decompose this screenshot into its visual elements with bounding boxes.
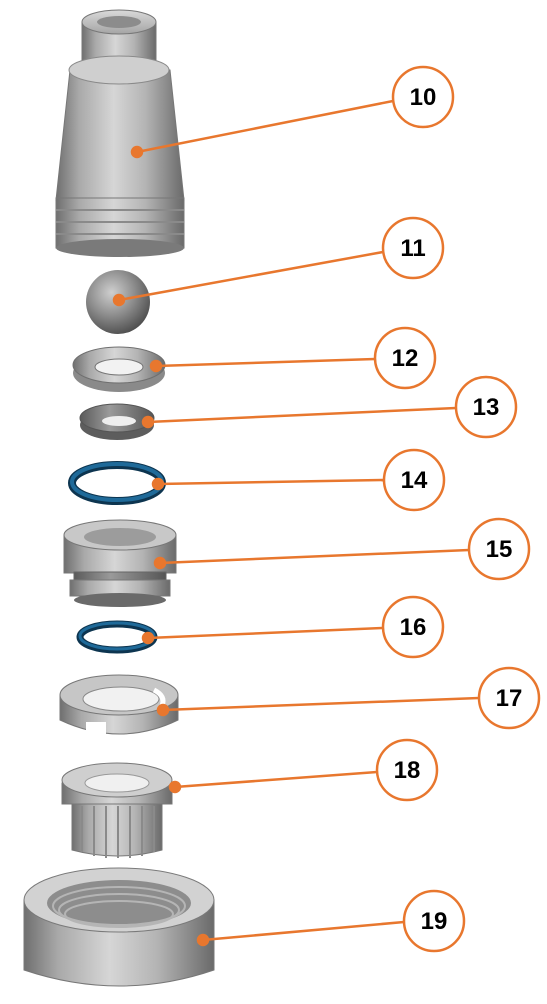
callout-label-18: 18 xyxy=(394,757,421,784)
callout-label-16: 16 xyxy=(400,614,427,641)
callout-16: 16 xyxy=(381,595,445,659)
part-14-o-ring xyxy=(68,461,166,505)
callout-label-15: 15 xyxy=(486,536,513,563)
part-18-knurled-bushing xyxy=(61,762,173,858)
callout-14: 14 xyxy=(382,448,446,512)
callout-label-14: 14 xyxy=(401,467,428,494)
part-10-nozzle-housing xyxy=(55,9,185,257)
part-13-small-seat xyxy=(79,403,155,440)
callout-label-11: 11 xyxy=(400,235,425,262)
callout-17: 17 xyxy=(477,666,541,730)
callout-label-12: 12 xyxy=(392,345,419,372)
callout-13: 13 xyxy=(454,375,518,439)
part-12-seat-ring xyxy=(72,346,166,392)
callout-10: 10 xyxy=(391,65,455,129)
part-17-slotted-retainer xyxy=(59,674,179,740)
part-19-union-nut xyxy=(23,867,215,987)
callout-label-19: 19 xyxy=(421,908,448,935)
leader-lines xyxy=(112,99,480,947)
callout-label-13: 13 xyxy=(473,394,500,421)
callout-label-10: 10 xyxy=(410,84,437,111)
callout-11: 11 xyxy=(381,216,445,280)
callout-label-17: 17 xyxy=(496,685,523,712)
part-15-seat-housing xyxy=(63,519,177,607)
callout-12: 12 xyxy=(373,326,437,390)
callout-18: 18 xyxy=(375,738,439,802)
callout-19: 19 xyxy=(402,889,466,953)
callout-15: 15 xyxy=(467,517,531,581)
